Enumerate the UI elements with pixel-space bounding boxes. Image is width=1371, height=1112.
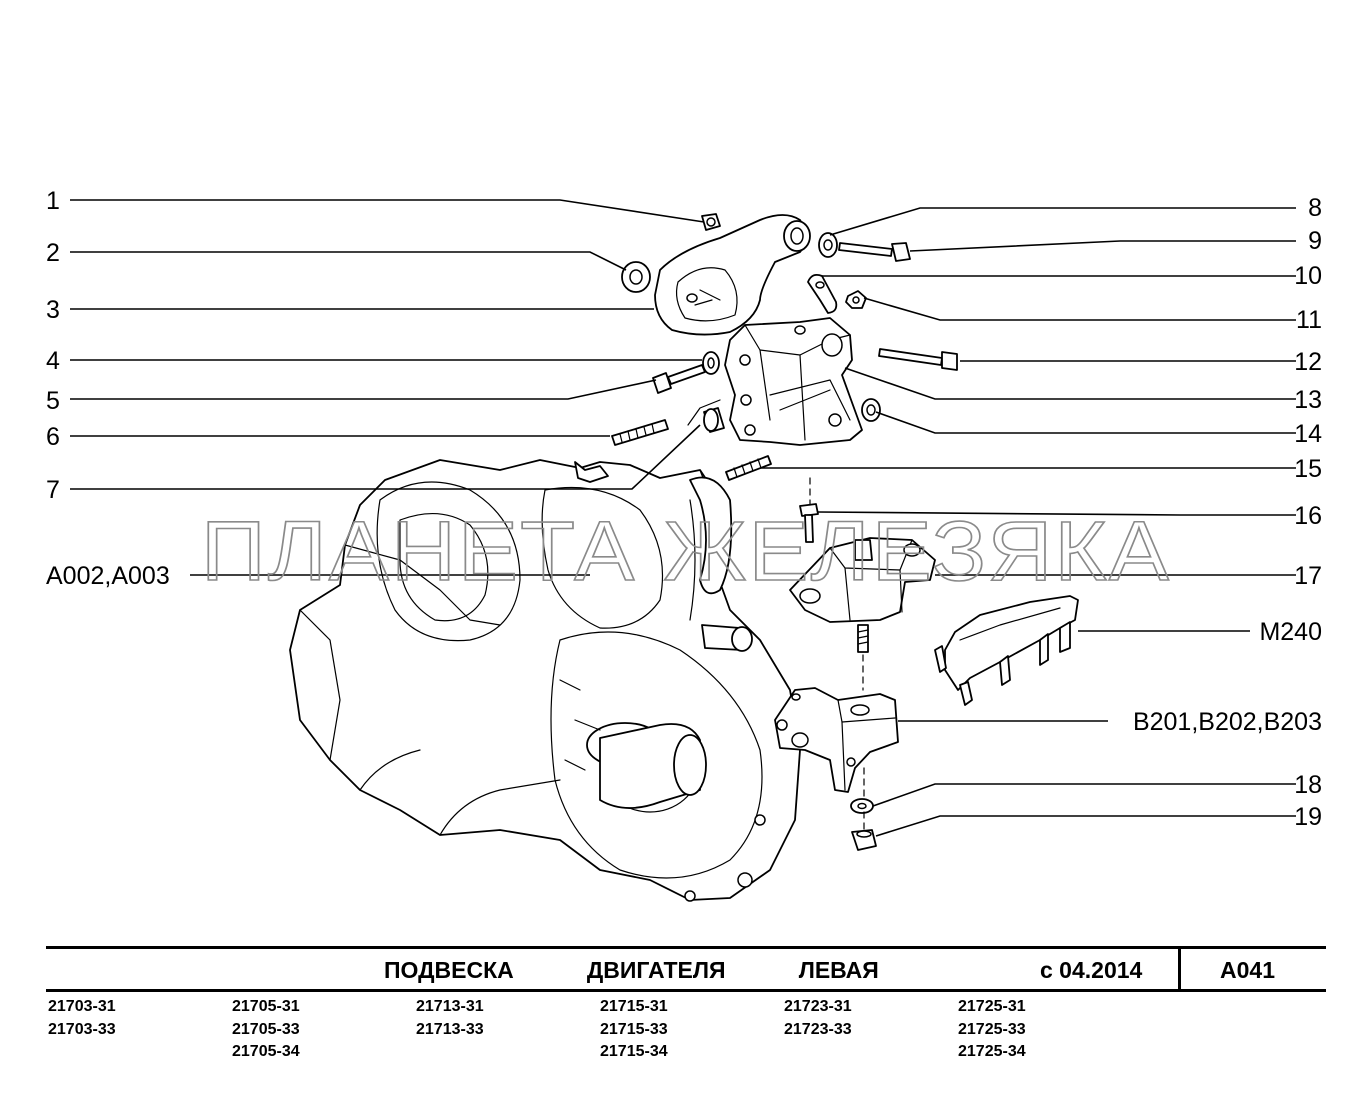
part-3-torque-support [654,214,811,336]
callout-1: 1 [46,187,60,215]
model-code: 21715-34 [600,1043,668,1060]
callout-6: 6 [46,423,60,451]
title-divider [1178,949,1181,989]
model-column-5: 21723-31 21723-33 [784,996,852,1041]
callouts-right: 8 9 10 11 12 13 14 15 16 17 M240 B201,B2… [1133,194,1322,831]
gearbox-drawing [289,459,801,902]
part-5-bolt [652,364,706,394]
model-code: 21703-33 [48,1020,116,1038]
part-13-bracket [724,317,863,446]
part-2-nut [621,261,651,293]
callout-10: 10 [1294,262,1322,290]
model-code: 21723-33 [784,1020,852,1038]
part-8-washer [818,232,838,258]
callout-18: 18 [1294,771,1322,799]
part-16-bolt [799,503,819,543]
part-10-plate [807,273,838,314]
model-column-2: 21705-31 21705-33 21705-34 [232,996,300,1064]
callout-2: 2 [46,239,60,267]
callouts-left: 1 2 3 4 5 6 7 A002,A003 [46,187,170,590]
model-code: 21725-34 [958,1043,1026,1060]
model-code: 21713-33 [416,1020,484,1038]
title-block: ПОДВЕСКА ДВИГАТЕЛЯ ЛЕВАЯ с 04.2014 A041 [46,946,1326,992]
callout-3: 3 [46,296,60,324]
callout-12: 12 [1294,348,1322,376]
part-6-stud [611,419,669,446]
watermark: ПЛАНЕТА ЖЕЛЕЗЯКА [201,504,1171,598]
part-14-nut [861,398,881,422]
part-9-bolt [838,242,911,262]
model-code: 21723-31 [784,998,852,1015]
model-code: 21713-31 [416,998,484,1015]
part-17-mount [789,537,936,653]
callout-14: 14 [1294,420,1322,448]
model-code: 21703-31 [48,998,116,1015]
model-column-6: 21725-31 21725-33 21725-34 [958,996,1026,1064]
page-title: ПОДВЕСКА ДВИГАТЕЛЯ ЛЕВАЯ [384,957,879,983]
part-12-bolt [878,348,958,371]
model-column-4: 21715-31 21715-33 21715-34 [600,996,668,1064]
callout-16: 16 [1294,502,1322,530]
page-code: A041 [1220,957,1275,983]
callout-11: 11 [1296,306,1322,334]
part-19-nut [851,829,877,851]
part-11-nut [845,290,867,309]
model-column-3: 21713-31 21713-33 [416,996,484,1041]
callout-15: 15 [1294,455,1322,483]
part-4-washer [702,351,720,375]
part-15-stud [725,455,772,481]
part-m240-shield [934,595,1079,706]
callout-b201-b202-b203: B201,B202,B203 [1133,708,1322,736]
model-code: 21715-33 [600,1020,668,1038]
model-code: 21705-31 [232,998,300,1015]
part-7-bushing [687,399,725,433]
part-18-washer [850,798,874,814]
part-b201-bracket [774,687,899,793]
model-code: 21725-31 [958,998,1026,1015]
callout-8: 8 [1308,194,1322,222]
callout-19: 19 [1294,803,1322,831]
callout-17: 17 [1294,562,1322,590]
leader-lines [70,199,1296,837]
model-code: 21715-31 [600,998,668,1015]
model-code: 21705-34 [232,1043,300,1060]
callout-13: 13 [1294,386,1322,414]
model-code: 21725-33 [958,1020,1026,1038]
callout-7: 7 [46,476,60,504]
model-column-1: 21703-31 21703-33 [48,996,116,1041]
model-code: 21705-33 [232,1020,300,1038]
callout-m240: M240 [1259,618,1322,646]
callout-9: 9 [1308,227,1322,255]
callout-4: 4 [46,347,60,375]
part-1-cage-nut [701,213,721,231]
callout-5: 5 [46,387,60,415]
callout-a002-a003: A002,A003 [46,562,170,590]
date-label: с 04.2014 [1040,957,1143,983]
